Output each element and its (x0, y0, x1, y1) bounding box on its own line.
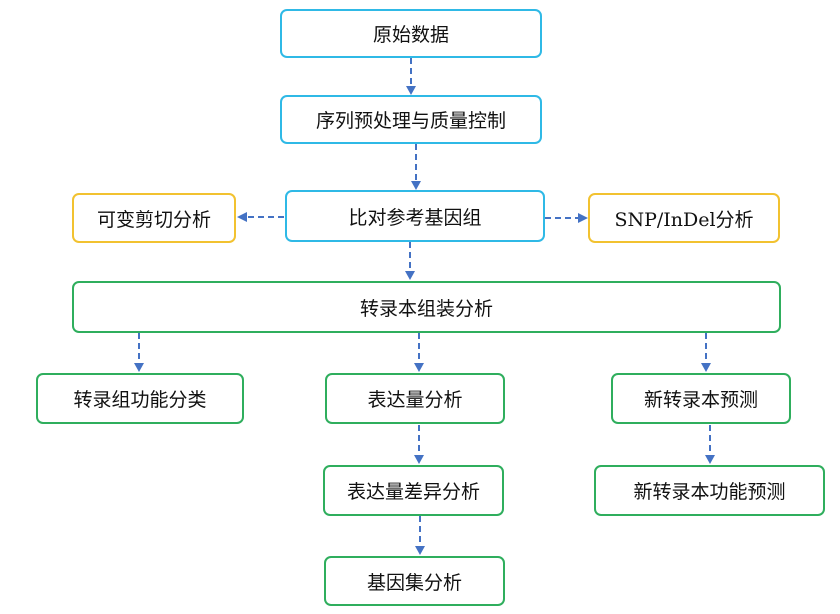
arrowhead-align-to-splicing (237, 212, 247, 222)
arrowhead-raw-to-preprocess (406, 86, 416, 95)
arrowhead-assembly-to-new-transcript (701, 363, 711, 372)
node-new-transcript-function: 新转录本功能预测 (594, 465, 825, 516)
node-new-transcript: 新转录本预测 (611, 373, 791, 424)
node-transcript-assembly: 转录本组装分析 (72, 281, 781, 333)
arrowhead-preprocess-to-align (411, 181, 421, 190)
arrowhead-align-to-assembly (405, 271, 415, 280)
arrowhead-expression-to-diff (414, 455, 424, 464)
arrowhead-diff-to-geneset (415, 546, 425, 555)
node-transcriptome-function: 转录组功能分类 (36, 373, 244, 424)
node-gene-set: 基因集分析 (324, 556, 505, 606)
node-alt-splicing: 可变剪切分析 (72, 193, 236, 243)
arrowhead-align-to-snp (578, 213, 588, 223)
node-diff-expression: 表达量差异分析 (323, 465, 504, 516)
arrowhead-assembly-to-function (134, 363, 144, 372)
arrowhead-assembly-to-expression (414, 363, 424, 372)
node-expression: 表达量分析 (325, 373, 505, 424)
node-preprocess-qc: 序列预处理与质量控制 (280, 95, 542, 144)
node-align-reference: 比对参考基因组 (285, 190, 545, 242)
arrowhead-new-transcript-to-function (705, 455, 715, 464)
node-raw-data: 原始数据 (280, 9, 542, 58)
node-snp-indel: SNP/InDel分析 (588, 193, 780, 243)
